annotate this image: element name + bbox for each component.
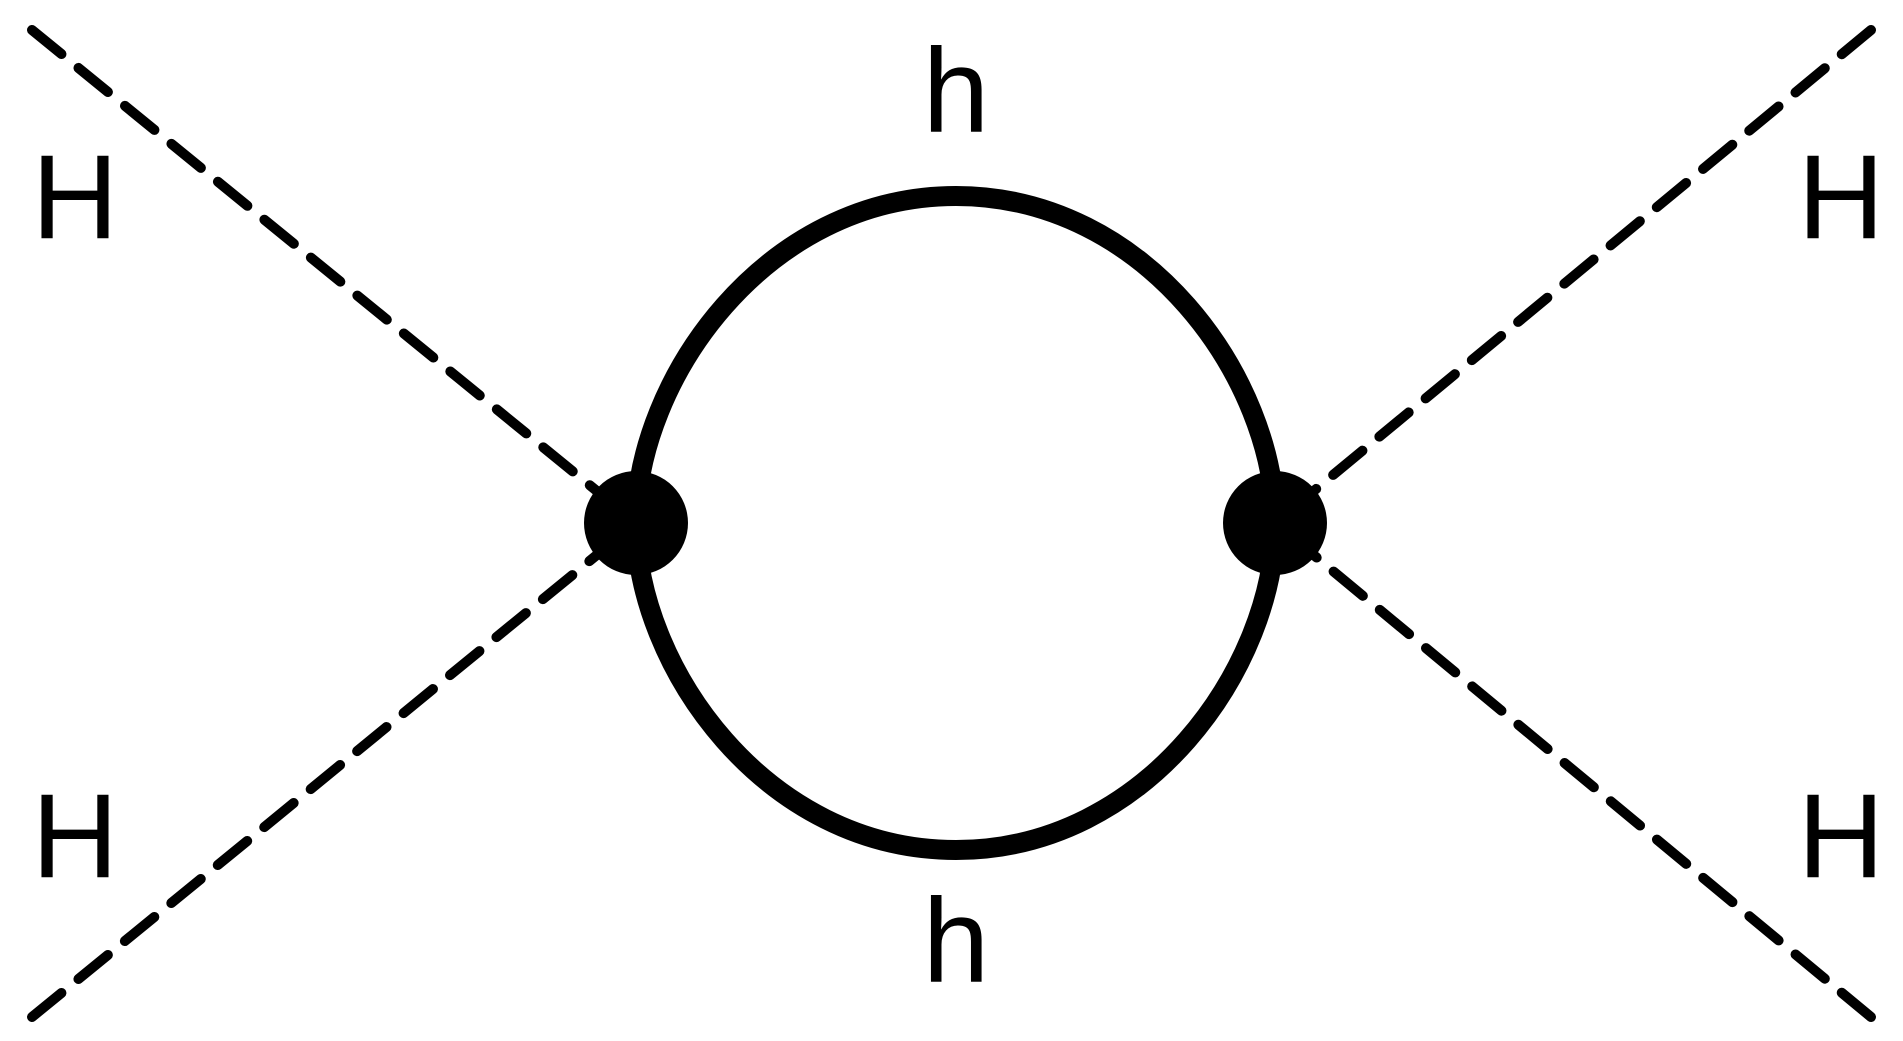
internal-line-lower <box>626 522 1285 861</box>
label-loop-top: h <box>923 24 990 158</box>
external-line-bottom-right <box>1270 518 1876 1022</box>
vertex-right <box>1223 471 1327 575</box>
label-top-right: H <box>1798 130 1885 264</box>
label-bottom-left: H <box>32 769 119 903</box>
external-line-top-right <box>1270 25 1876 528</box>
internal-line-upper <box>626 185 1285 524</box>
vertex-left <box>584 471 688 575</box>
external-line-bottom-left <box>27 518 641 1022</box>
label-top-left: H <box>32 130 119 264</box>
label-loop-bottom: h <box>923 874 990 1008</box>
external-line-top-left <box>27 25 641 528</box>
label-bottom-right: H <box>1798 769 1885 903</box>
